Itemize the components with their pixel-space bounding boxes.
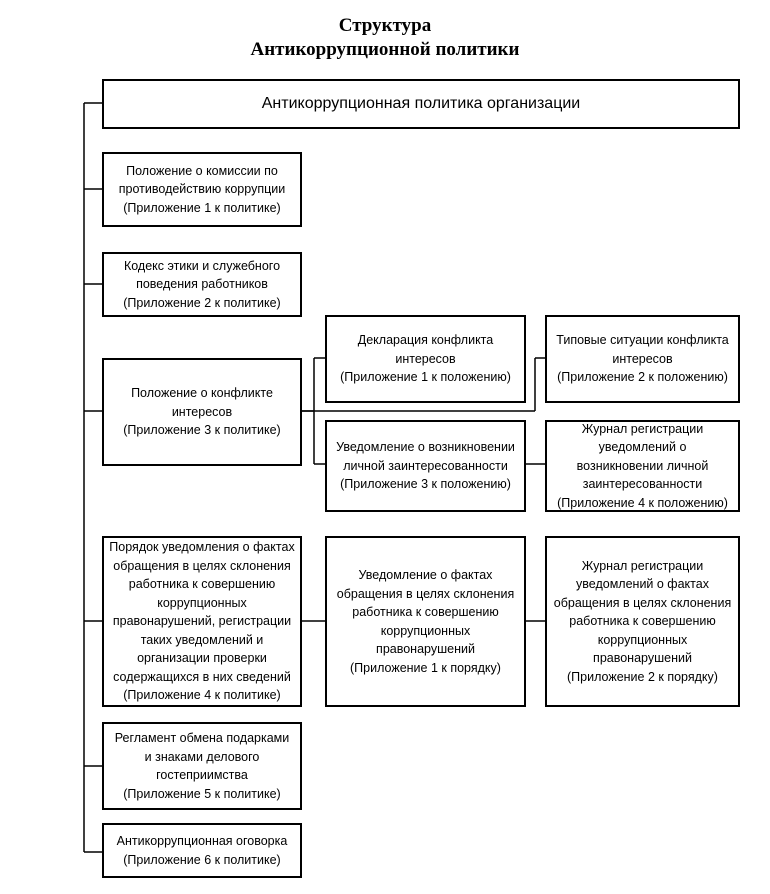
node-facts-journal: Журнал регистрации уведомлений о фактах … xyxy=(545,536,740,707)
node-notification-procedure: Порядок уведомления о фактах обращения в… xyxy=(102,536,302,707)
node-anticorruption-policy: Антикоррупционная политика организации xyxy=(102,79,740,129)
node-facts-notice: Уведомление о фактах обращения в целях с… xyxy=(325,536,526,707)
node-typical-situations: Типовые ситуации конфликта интересов (Пр… xyxy=(545,315,740,403)
node-ethics-code: Кодекс этики и служебного поведения рабо… xyxy=(102,252,302,317)
diagram-title-line2: Антикоррупционной политики xyxy=(250,39,520,60)
node-commission-regulation: Положение о комиссии по противодействию … xyxy=(102,152,302,227)
node-personal-interest-notice: Уведомление о возникновении личной заинт… xyxy=(325,420,526,512)
node-conflict-regulation: Положение о конфликте интересов (Приложе… xyxy=(102,358,302,466)
node-personal-interest-journal: Журнал регистрации уведомлений о возникн… xyxy=(545,420,740,512)
diagram-title-line1: Структура xyxy=(338,15,432,36)
node-anticorruption-clause: Антикоррупционная оговорка (Приложение 6… xyxy=(102,823,302,878)
node-gifts-regulation: Регламент обмена подарками и знаками дел… xyxy=(102,722,302,810)
node-conflict-declaration: Декларация конфликта интересов (Приложен… xyxy=(325,315,526,403)
